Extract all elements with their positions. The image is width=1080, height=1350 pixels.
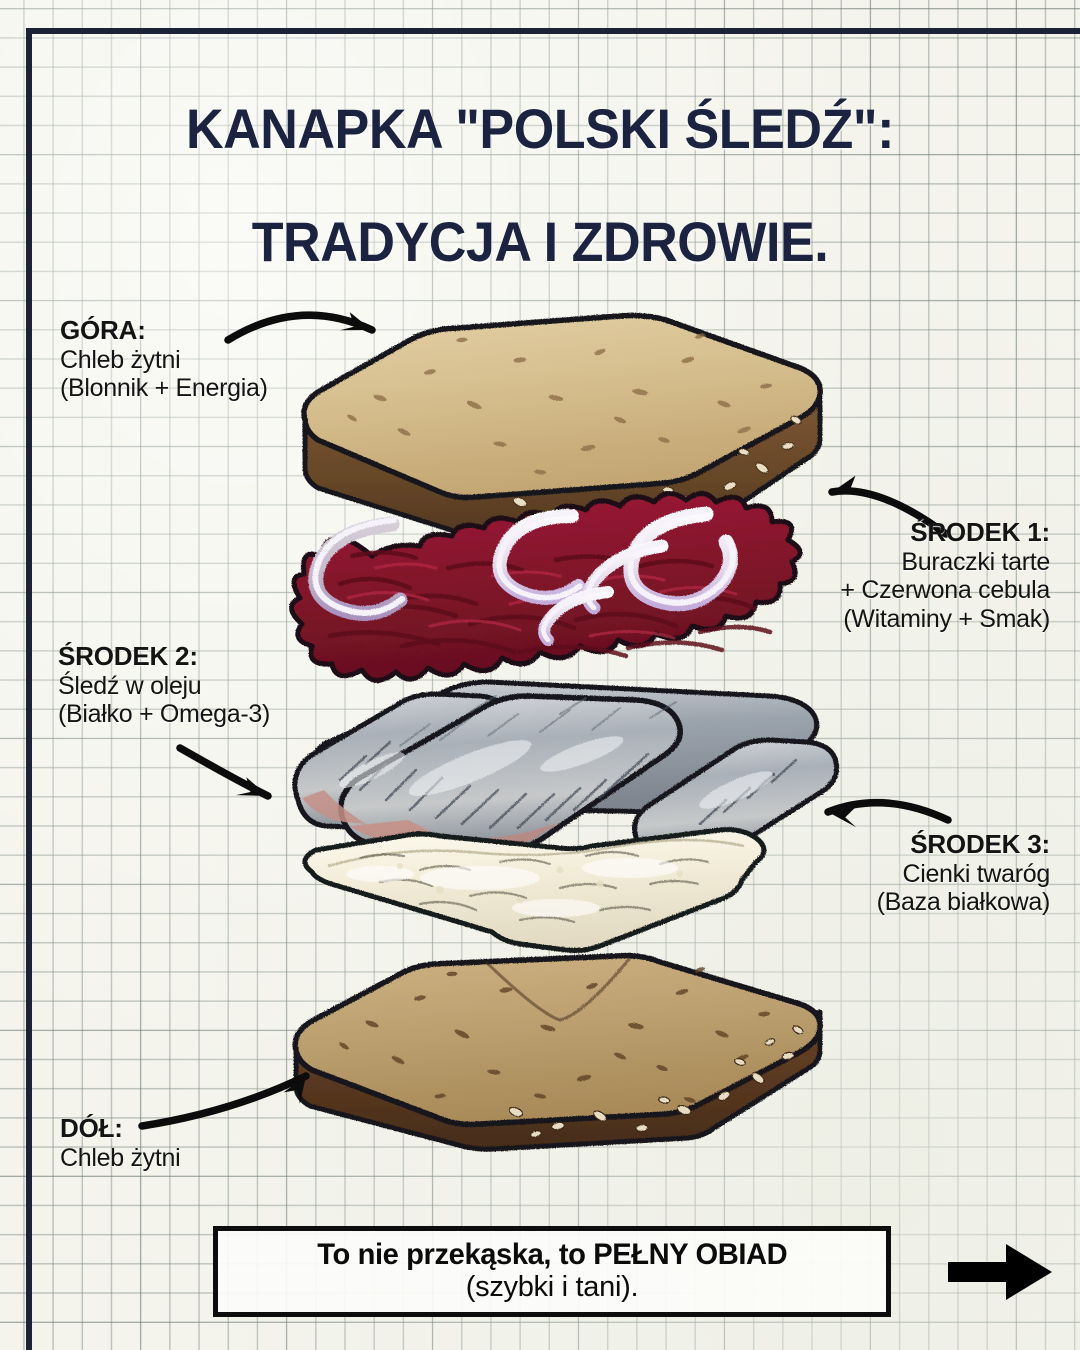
callout-heading: ŚRODEK 1: bbox=[910, 517, 1050, 547]
page-title: KANAPKA "POLSKI ŚLEDŹ": TRADYCJA I ZDROW… bbox=[38, 44, 1042, 327]
title-line-2: TRADYCJA I ZDROWIE. bbox=[251, 210, 829, 274]
right-arrow-icon[interactable] bbox=[944, 1240, 1056, 1304]
callout-line: Cienki twaróg bbox=[902, 859, 1050, 888]
banner-line-1: To nie przekąska, to PEŁNY OBIAD bbox=[316, 1238, 787, 1272]
callout-line: Śledź w oleju bbox=[58, 671, 202, 700]
callout-beetroot-onion: ŚRODEK 1: Buraczki tarte + Czerwona cebu… bbox=[840, 517, 1050, 633]
title-line-1: KANAPKA "POLSKI ŚLEDŹ": bbox=[185, 97, 895, 161]
callout-line: Chleb żytni bbox=[60, 1143, 181, 1172]
callout-line: (Baza białkowa) bbox=[876, 888, 1051, 917]
callout-herring: ŚRODEK 2: Śledź w oleju (Białko + Omega-… bbox=[58, 641, 271, 729]
callout-heading: ŚRODEK 2: bbox=[58, 641, 198, 671]
callout-top-bread: GÓRA: Chleb żytni (Blonnik + Energia) bbox=[60, 315, 268, 403]
callout-heading: DÓŁ: bbox=[60, 1113, 123, 1143]
callout-line: (Blonnik + Energia) bbox=[60, 374, 268, 403]
callout-line: Chleb żytni bbox=[60, 345, 181, 374]
callout-heading: ŚRODEK 3: bbox=[910, 829, 1050, 859]
bottom-banner: To nie przekąska, to PEŁNY OBIAD (szybki… bbox=[213, 1226, 891, 1317]
callout-line: (Białko + Omega-3) bbox=[58, 700, 271, 729]
callout-line: (Witaminy + Smak) bbox=[843, 604, 1050, 633]
callout-bottom-bread: DÓŁ: Chleb żytni bbox=[60, 1113, 181, 1172]
callout-heading: GÓRA: bbox=[60, 315, 146, 345]
frame-top-edge bbox=[26, 28, 1080, 34]
callout-curd: ŚRODEK 3: Cienki twaróg (Baza białkowa) bbox=[876, 829, 1051, 917]
banner-line-2: (szybki i tani). bbox=[465, 1270, 639, 1303]
callout-line: Buraczki tarte bbox=[901, 547, 1050, 576]
callout-line: + Czerwona cebula bbox=[840, 576, 1050, 605]
